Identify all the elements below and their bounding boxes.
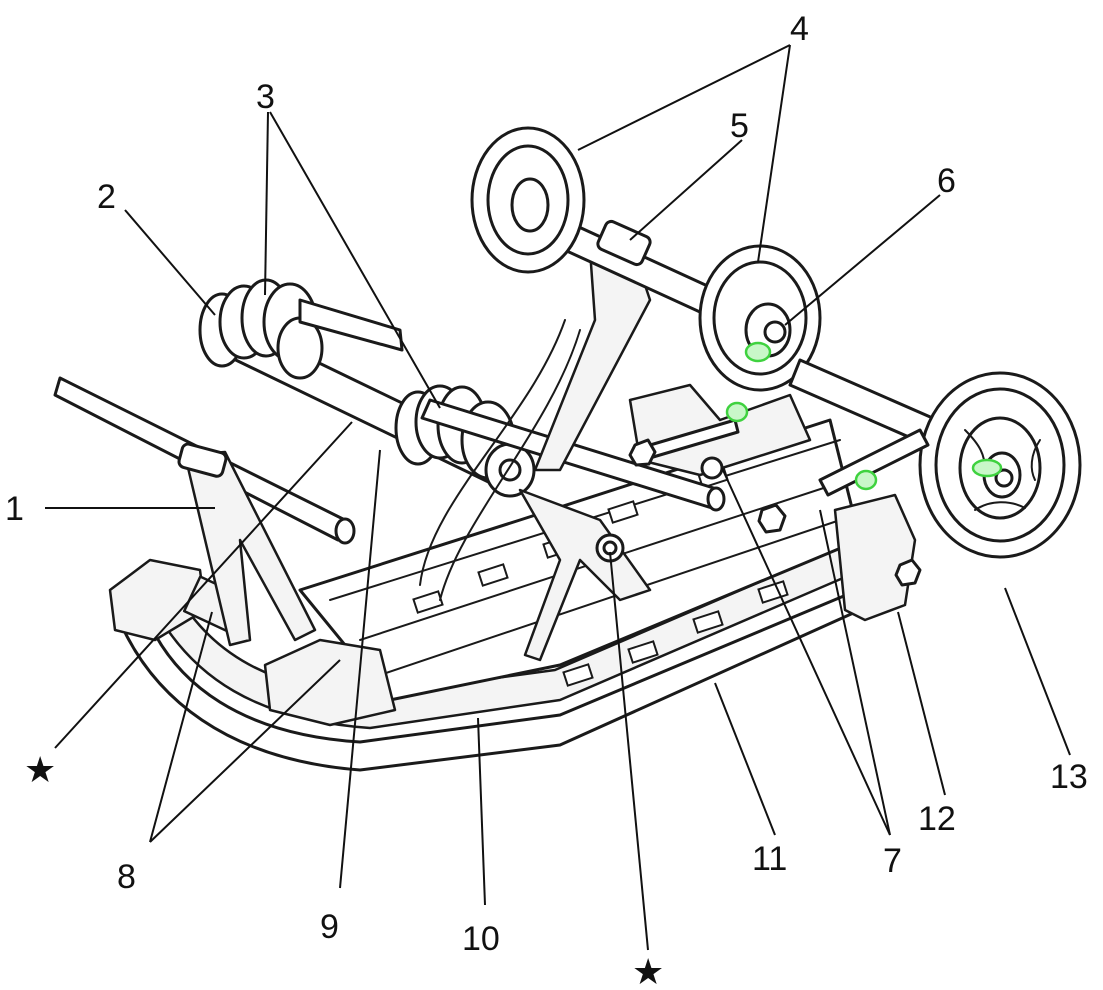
callout-label-4: 4 <box>790 10 809 48</box>
mid-bolt-head <box>628 438 657 467</box>
rear-arm-lower-2 <box>439 329 581 601</box>
leader-7a <box>721 467 891 836</box>
front-block-right <box>263 638 397 727</box>
leader-2 <box>124 209 216 316</box>
leader-4a <box>577 44 791 151</box>
callout-labels: 1 2 3 4 5 6 7 8 9 10 11 12 13 ★ ★ <box>5 10 1088 990</box>
callout-label-11: 11 <box>752 840 787 878</box>
leader-13 <box>1004 587 1071 756</box>
callout-label-6: 6 <box>937 162 956 200</box>
frame-nut <box>757 503 787 534</box>
spring-left <box>198 278 324 380</box>
leader-lines <box>45 44 1071 951</box>
leader-7b <box>819 509 891 836</box>
callout-label-12: 12 <box>918 800 956 838</box>
front-strut <box>183 450 317 647</box>
star-marker-bottom: ★ <box>632 952 664 990</box>
callout-label-2: 2 <box>97 178 116 216</box>
wheel-upper-right <box>698 244 822 392</box>
rear-arm-lower <box>419 319 566 586</box>
leader-3a <box>264 111 269 296</box>
front-collar <box>177 442 228 478</box>
callout-label-1: 1 <box>5 490 24 528</box>
spring-arm <box>298 298 404 352</box>
leader-8a <box>149 611 213 843</box>
leader-8b <box>149 659 341 843</box>
leader-4b <box>757 44 791 263</box>
leader-3b <box>269 111 441 409</box>
rear-nut <box>894 558 922 587</box>
callout-label-10: 10 <box>462 920 500 958</box>
callout-label-8: 8 <box>117 858 136 896</box>
highlight-bolt-rear-wheel <box>971 458 1003 478</box>
leader-11 <box>714 682 776 836</box>
callout-label-3: 3 <box>256 78 275 116</box>
front-rod-end <box>334 517 356 545</box>
callout-label-5: 5 <box>730 107 749 145</box>
wheel-upper-left <box>470 126 586 274</box>
leader-5 <box>629 139 743 241</box>
tension-rod-end <box>706 486 726 512</box>
leader-6 <box>784 194 941 326</box>
callout-label-9: 9 <box>320 908 339 946</box>
illustration <box>53 126 1082 772</box>
highlight-bolt-rear-bracket <box>854 469 878 491</box>
mid-nut <box>700 456 724 480</box>
callout-label-13: 13 <box>1050 758 1088 796</box>
upper-shaft-collar <box>596 219 652 267</box>
highlight-bolt-upper <box>744 341 772 363</box>
leader-12 <box>897 611 946 796</box>
rear-bracket-bar <box>818 428 930 497</box>
callout-label-7: 7 <box>883 842 902 880</box>
star-marker-left: ★ <box>24 750 56 791</box>
highlight-bolt-mid <box>725 401 749 423</box>
leader-star-bottom <box>609 551 649 951</box>
leader-star-left <box>54 421 353 749</box>
rear-block <box>833 493 917 622</box>
leader-9 <box>339 449 381 889</box>
leader-10 <box>477 717 486 906</box>
